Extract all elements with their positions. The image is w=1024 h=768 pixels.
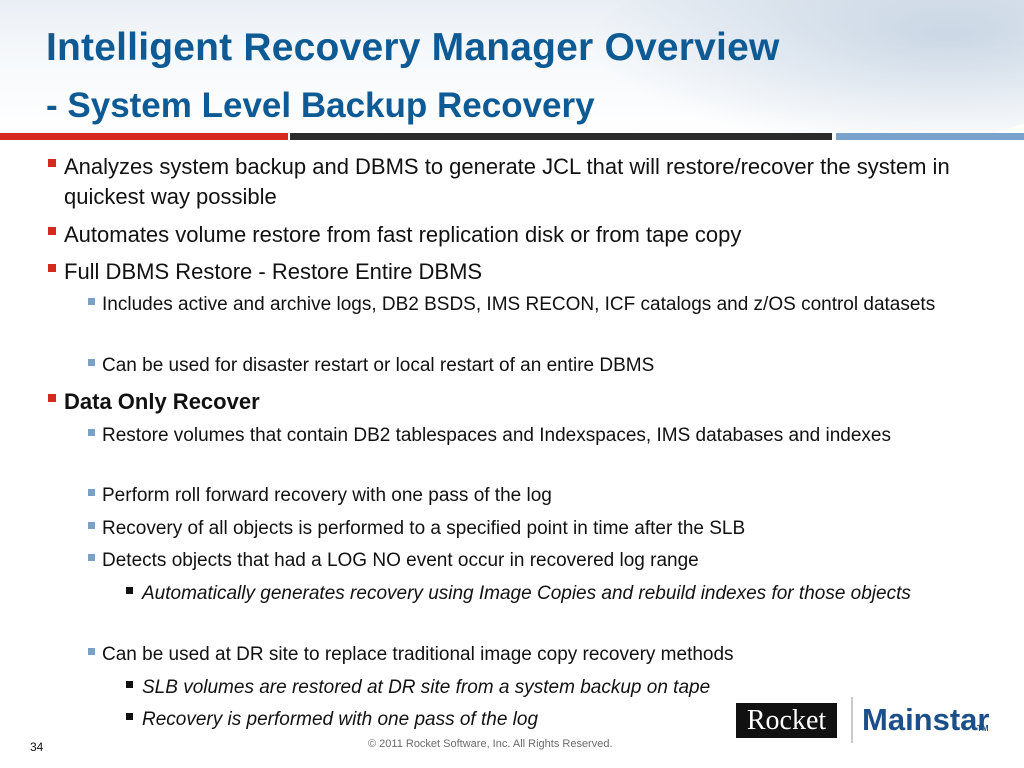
bullet-item: Detects objects that had a LOG NO event … xyxy=(102,550,699,571)
bullet-item: Perform roll forward recovery with one p… xyxy=(102,485,552,506)
bullet-item: Analyzes system backup and DBMS to gener… xyxy=(64,154,950,209)
bullet-l2-marker xyxy=(88,359,95,366)
bullet-item: Can be used for disaster restart or loca… xyxy=(102,355,655,376)
mainstar-logo: Mainstar xyxy=(862,702,990,737)
slide-title: Intelligent Recovery Manager Overview xyxy=(46,26,780,69)
bullet-l1-marker xyxy=(48,227,56,235)
bullet-l3-marker xyxy=(126,587,133,594)
bullet-item: Data Only Recover xyxy=(64,389,260,414)
slide-number: 34 xyxy=(30,740,44,754)
trademark-mark: TM xyxy=(977,724,989,733)
bullet-l2-marker xyxy=(88,554,95,561)
bullet-item: Recovery is performed with one pass of t… xyxy=(142,709,539,730)
title-rule-dark xyxy=(290,133,832,140)
logo-divider xyxy=(851,697,853,743)
bullet-l1-marker xyxy=(48,159,56,167)
bullet-l3-marker xyxy=(126,713,133,720)
bullet-l1-marker xyxy=(48,394,56,402)
bullet-item: Includes active and archive logs, DB2 BS… xyxy=(102,294,936,315)
title-rule-blue xyxy=(836,133,1024,140)
slide-header: Intelligent Recovery Manager Overview - … xyxy=(0,0,1024,136)
bullet-l3-marker xyxy=(126,681,133,688)
bullet-l2-marker xyxy=(88,489,95,496)
bullet-item: Recovery of all objects is performed to … xyxy=(102,518,746,539)
bullet-item: Automates volume restore from fast repli… xyxy=(64,222,742,247)
title-rule-red xyxy=(0,133,288,140)
bullet-l2-marker xyxy=(88,522,95,529)
bullet-item: Restore volumes that contain DB2 tablesp… xyxy=(102,425,891,446)
bullet-item: Automatically generates recovery using I… xyxy=(142,583,911,604)
bullet-l2-marker xyxy=(88,648,95,655)
bullet-item: Can be used at DR site to replace tradit… xyxy=(102,644,734,665)
rocket-logo: Rocket xyxy=(736,703,837,738)
bullet-item: SLB volumes are restored at DR site from… xyxy=(142,677,711,698)
slide-subtitle: - System Level Backup Recovery xyxy=(46,86,595,125)
header-decoration xyxy=(584,0,1024,136)
copyright-notice: © 2011 Rocket Software, Inc. All Rights … xyxy=(368,738,613,750)
bullet-l1-marker xyxy=(48,264,56,272)
bullet-l2-marker xyxy=(88,298,95,305)
bullet-item: Full DBMS Restore - Restore Entire DBMS xyxy=(64,259,483,284)
bullet-l2-marker xyxy=(88,429,95,436)
